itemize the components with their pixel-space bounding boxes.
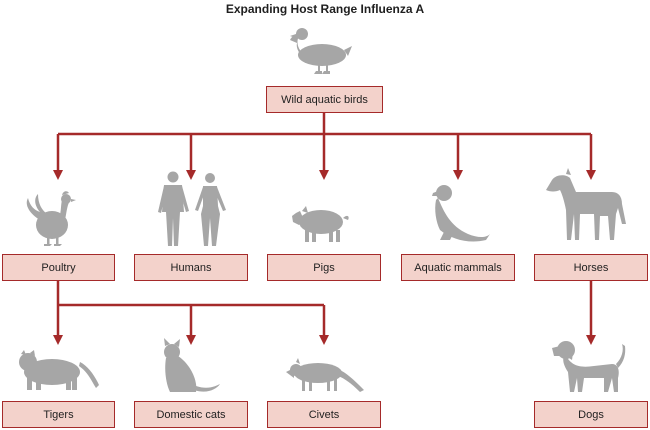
tiger-icon bbox=[19, 350, 99, 390]
diagram-title: Expanding Host Range Influenza A bbox=[225, 2, 425, 16]
horse-icon bbox=[546, 168, 626, 240]
civet-icon bbox=[286, 358, 364, 392]
node-wild-aquatic-birds: Wild aquatic birds bbox=[266, 86, 383, 113]
pig-icon bbox=[292, 206, 349, 242]
duck-icon bbox=[290, 28, 352, 74]
rooster-icon bbox=[26, 191, 76, 246]
node-domestic-cats: Domestic cats bbox=[134, 401, 248, 428]
seal-icon bbox=[432, 185, 490, 242]
node-dogs: Dogs bbox=[534, 401, 648, 428]
dog-icon bbox=[552, 341, 626, 392]
node-tigers: Tigers bbox=[2, 401, 115, 428]
cat-icon bbox=[164, 338, 220, 392]
node-horses: Horses bbox=[534, 254, 648, 281]
connectors bbox=[53, 113, 596, 345]
node-poultry: Poultry bbox=[2, 254, 115, 281]
node-aquatic-mammals: Aquatic mammals bbox=[401, 254, 515, 281]
node-civets: Civets bbox=[267, 401, 381, 428]
node-humans: Humans bbox=[134, 254, 248, 281]
node-pigs: Pigs bbox=[267, 254, 381, 281]
humans-icon bbox=[158, 171, 226, 246]
